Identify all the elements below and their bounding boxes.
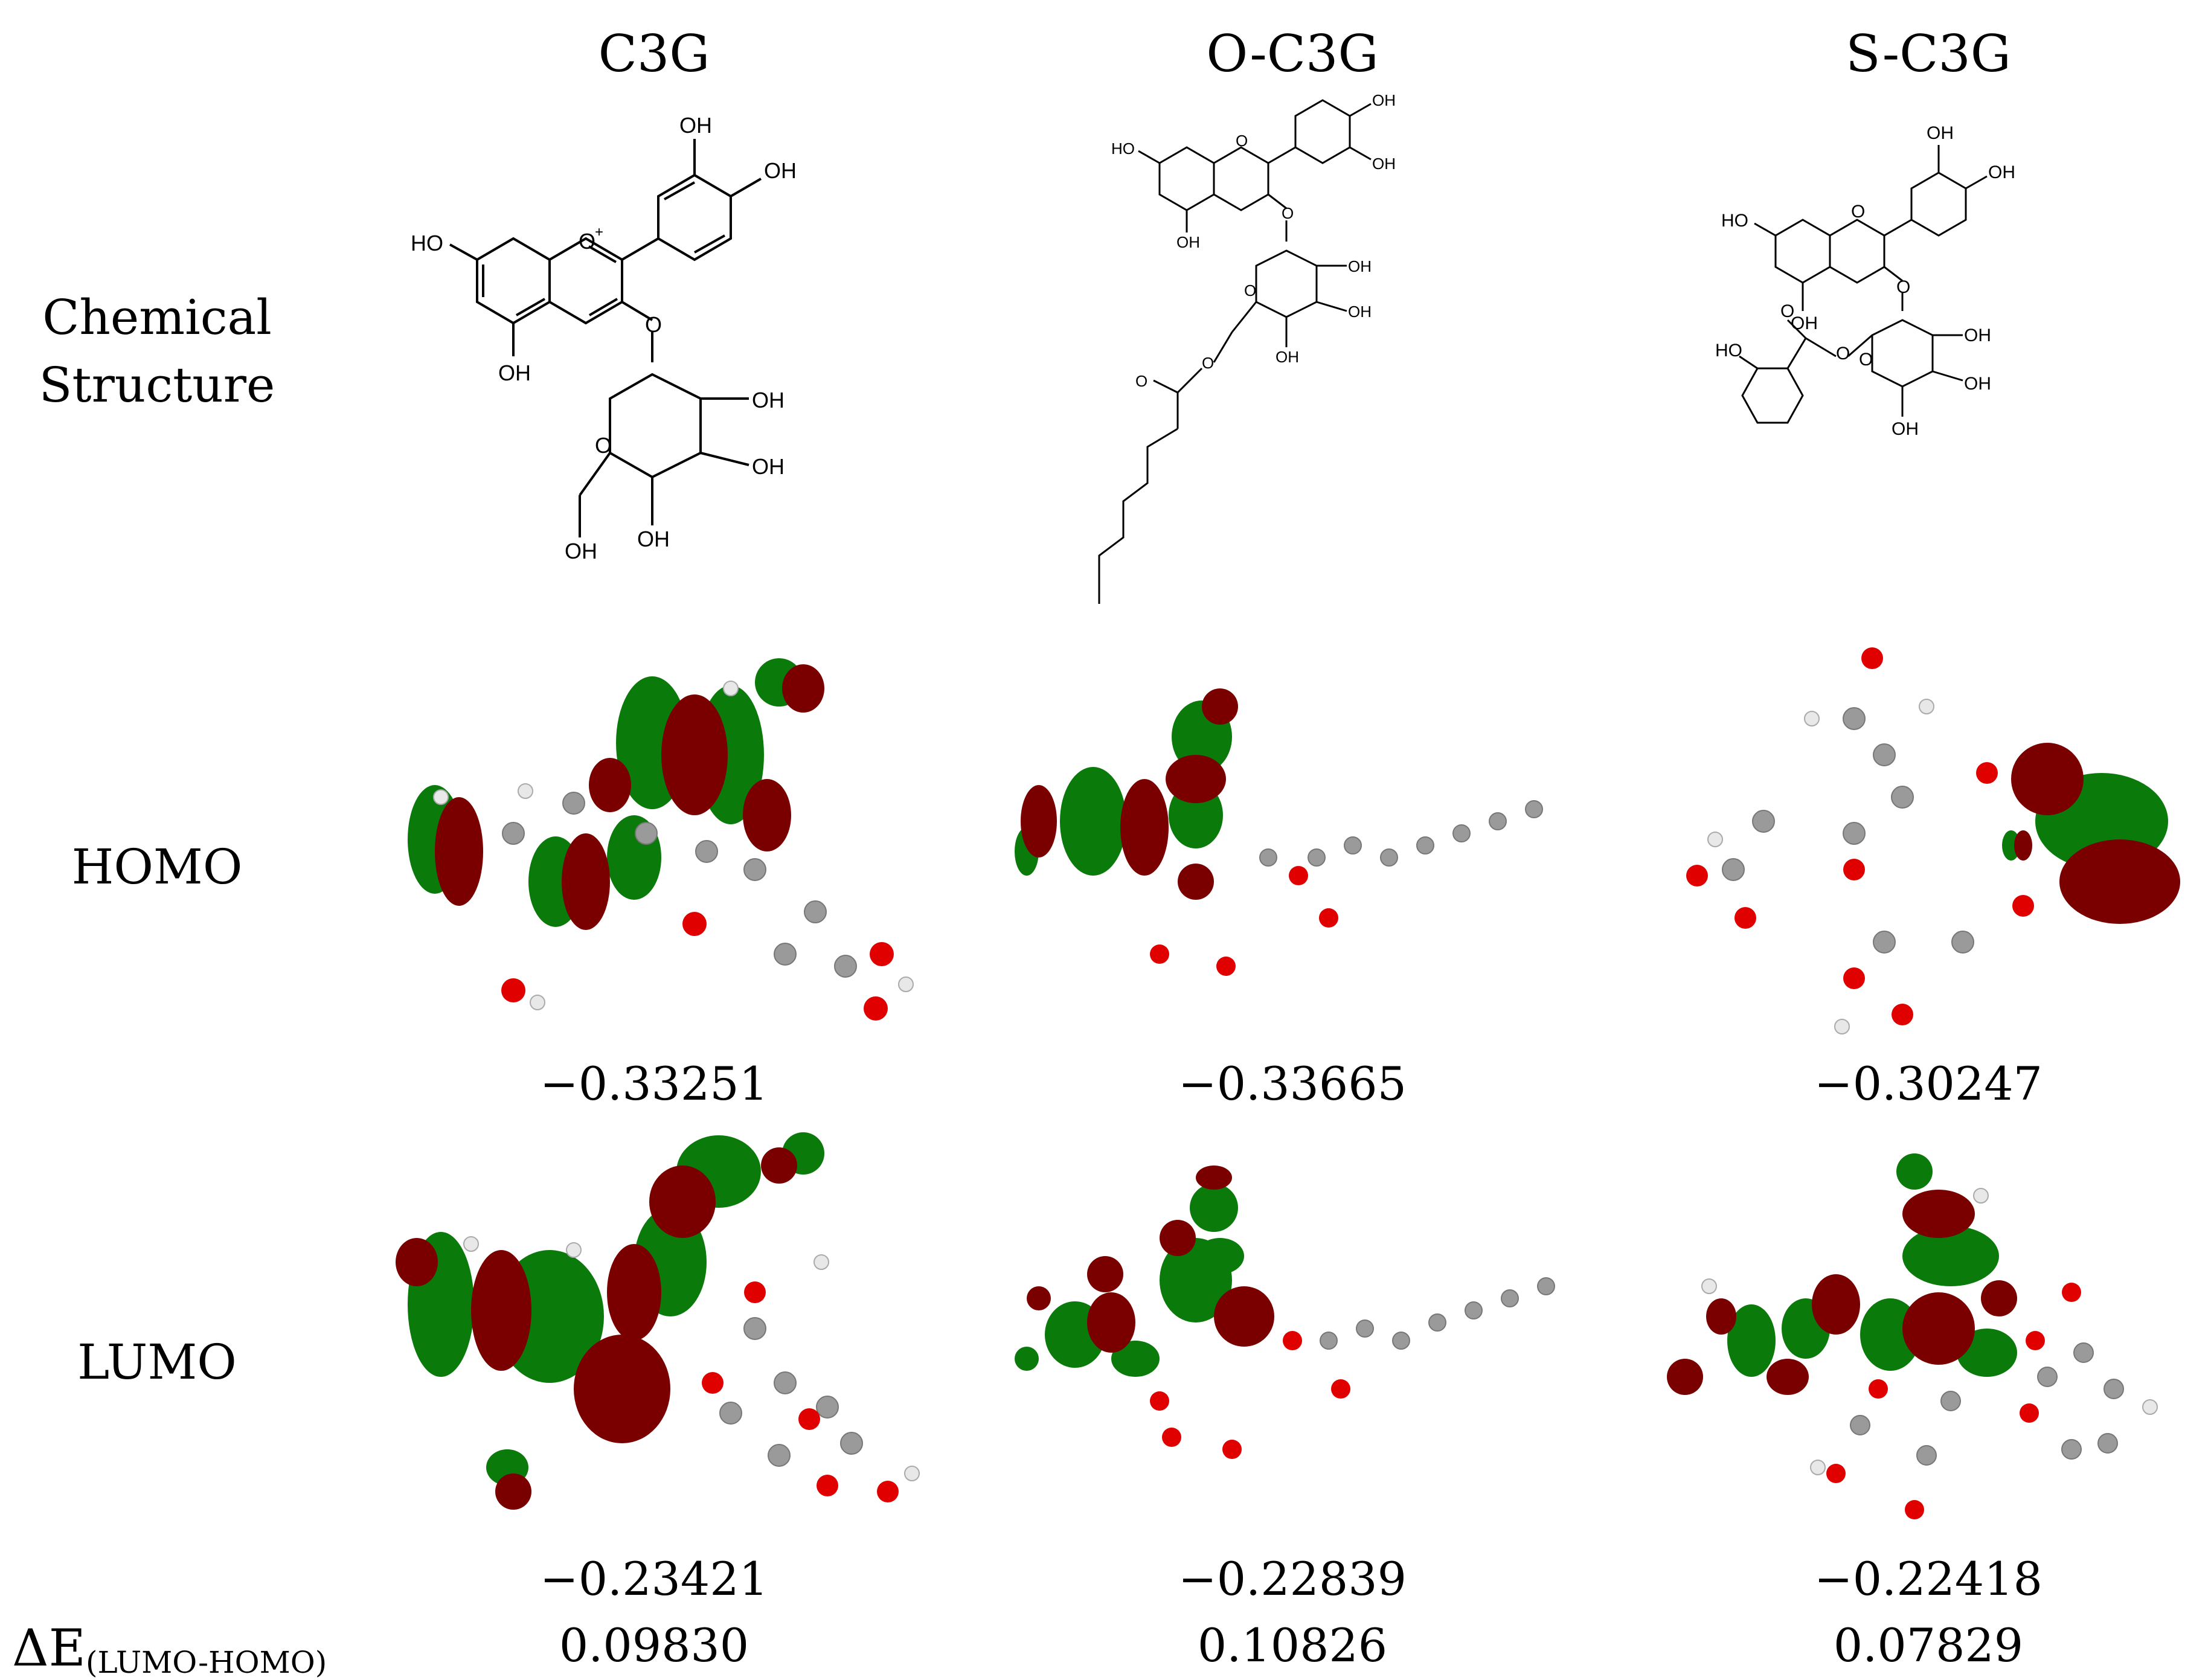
homo-orbital-o-c3g: [1015, 688, 1543, 976]
delta-e-symbol: ΔE: [12, 1618, 86, 1678]
atom-o: O: [595, 433, 612, 458]
row-label-chemical-structure: Chemical Structure: [24, 284, 290, 419]
lumo-orbital-c3g: [396, 1132, 920, 1510]
column-header-s-c3g: S-C3G: [1846, 24, 2011, 83]
column-header-o-c3g: O-C3G: [1206, 24, 1379, 83]
atom-o: O: [1780, 301, 1794, 321]
delta-value-c3g: 0.09830: [559, 1618, 749, 1672]
atom-o: O: [1202, 354, 1214, 372]
atom-oplus: O: [579, 229, 595, 254]
atom-oh: OH: [1176, 233, 1200, 251]
row-label-lumo: LUMO: [77, 1334, 237, 1390]
atom-oh: OH: [1276, 348, 1299, 366]
atom-oh: OH: [1964, 325, 1991, 345]
structure-s-c3g: OH OH HO O OH O O OH OH OH O O HO: [1715, 123, 2015, 439]
atom-oplus: O: [1851, 202, 1865, 222]
atom-oh: OH: [1372, 91, 1396, 109]
atom-oh: OH: [1927, 123, 1954, 143]
homo-value-s-c3g: −0.30247: [1814, 1057, 2043, 1111]
delta-value-o-c3g: 0.10826: [1197, 1618, 1388, 1672]
atom-oh: OH: [1372, 155, 1396, 173]
homo-value-c3g: −0.33251: [540, 1057, 768, 1111]
atom-oplus: O: [1236, 132, 1248, 150]
atom-oh: OH: [1988, 162, 2015, 182]
atom-o: O: [1282, 204, 1294, 222]
lumo-value-o-c3g: −0.22839: [1178, 1552, 1407, 1606]
row-label-homo: HOMO: [71, 839, 243, 895]
column-header-c3g: C3G: [598, 24, 710, 83]
atom-oh: OH: [752, 454, 785, 479]
atom-o: O: [645, 312, 662, 337]
atom-ho: HO: [1721, 211, 1748, 231]
atom-oh: OH: [1964, 374, 1991, 394]
row-label-structure-line2: Structure: [39, 357, 275, 413]
lumo-orbital-s-c3g: [1667, 1153, 2158, 1519]
homo-value-o-c3g: −0.33665: [1178, 1057, 1407, 1111]
atom-o: O: [1896, 277, 1910, 297]
atom-ho: HO: [411, 231, 443, 255]
row-label-delta-e: ΔE(LUMO-HOMO): [12, 1618, 327, 1680]
lumo-orbital-o-c3g: [1015, 1165, 1555, 1459]
atom-oh: OH: [637, 527, 670, 551]
atom-oh: OH: [565, 539, 597, 563]
atom-oh: OH: [679, 113, 712, 138]
atom-ho: HO: [1111, 139, 1135, 158]
structure-o-c3g: OH OH HO O OH O O OH OH OH O O: [1098, 91, 1396, 604]
structure-c3g: OH OH HO O + OH O O OH OH OH OH: [411, 113, 797, 563]
atom-oh: OH: [1892, 419, 1919, 439]
atom-o: O: [1859, 350, 1873, 370]
atom-plus: +: [595, 224, 603, 240]
atom-o: O: [1836, 344, 1850, 364]
atom-oh: OH: [1348, 257, 1372, 275]
delta-value-s-c3g: 0.07829: [1833, 1618, 2024, 1672]
atom-oh: OH: [1348, 303, 1372, 321]
atom-ho: HO: [1715, 341, 1742, 361]
delta-e-subscript: (LUMO-HOMO): [85, 1645, 327, 1680]
atom-oh: OH: [752, 388, 785, 412]
atom-o: O: [1135, 372, 1147, 390]
atom-oh: OH: [1791, 313, 1818, 333]
atom-o: O: [1244, 281, 1256, 300]
homo-orbital-c3g: [408, 658, 914, 1021]
row-label-structure-line1: Chemical: [42, 289, 272, 345]
atom-oh: OH: [498, 361, 531, 385]
homo-orbital-s-c3g: [1686, 647, 2180, 1034]
atom-oh: OH: [764, 158, 797, 183]
lumo-value-s-c3g: −0.22418: [1814, 1552, 2043, 1606]
lumo-value-c3g: −0.23421: [540, 1552, 768, 1606]
